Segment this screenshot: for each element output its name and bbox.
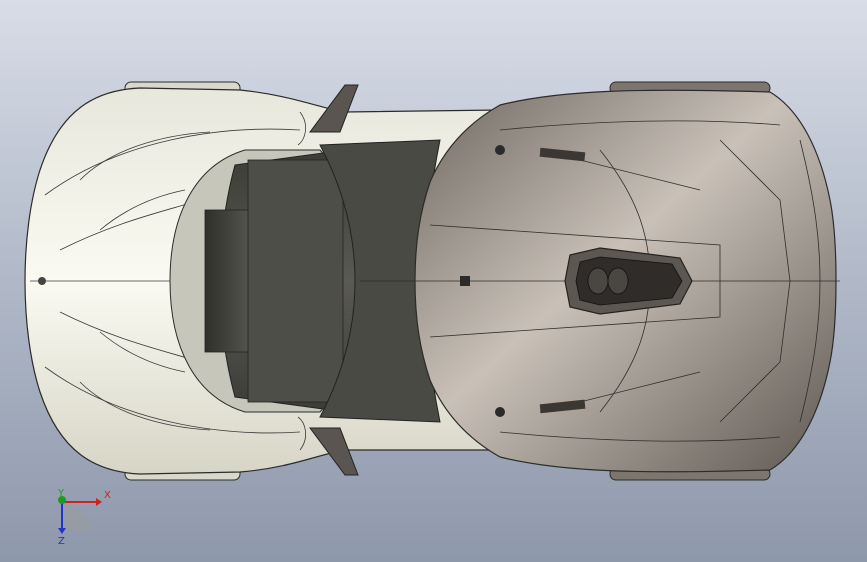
seat-block: [204, 209, 251, 353]
rear-badge: [38, 277, 46, 285]
x-axis-label: X: [104, 490, 111, 501]
scoop-intake-right: [607, 267, 629, 295]
hood-vent-bottom: [539, 399, 586, 414]
bolt: [495, 407, 505, 417]
cabin-floor: [247, 159, 344, 403]
left-mirror[interactable]: [309, 84, 359, 133]
z-axis-label: Z: [58, 536, 65, 547]
scoop-intake-left: [587, 267, 609, 295]
coordinate-triad: X Y Z: [44, 478, 116, 550]
bolt: [495, 145, 505, 155]
triad-graphic: [58, 496, 102, 534]
center-latch: [460, 276, 470, 286]
hood-vent-top: [539, 147, 586, 162]
y-axis-dot: [58, 496, 66, 504]
y-axis-label: Y: [58, 488, 65, 499]
right-mirror[interactable]: [309, 427, 359, 476]
